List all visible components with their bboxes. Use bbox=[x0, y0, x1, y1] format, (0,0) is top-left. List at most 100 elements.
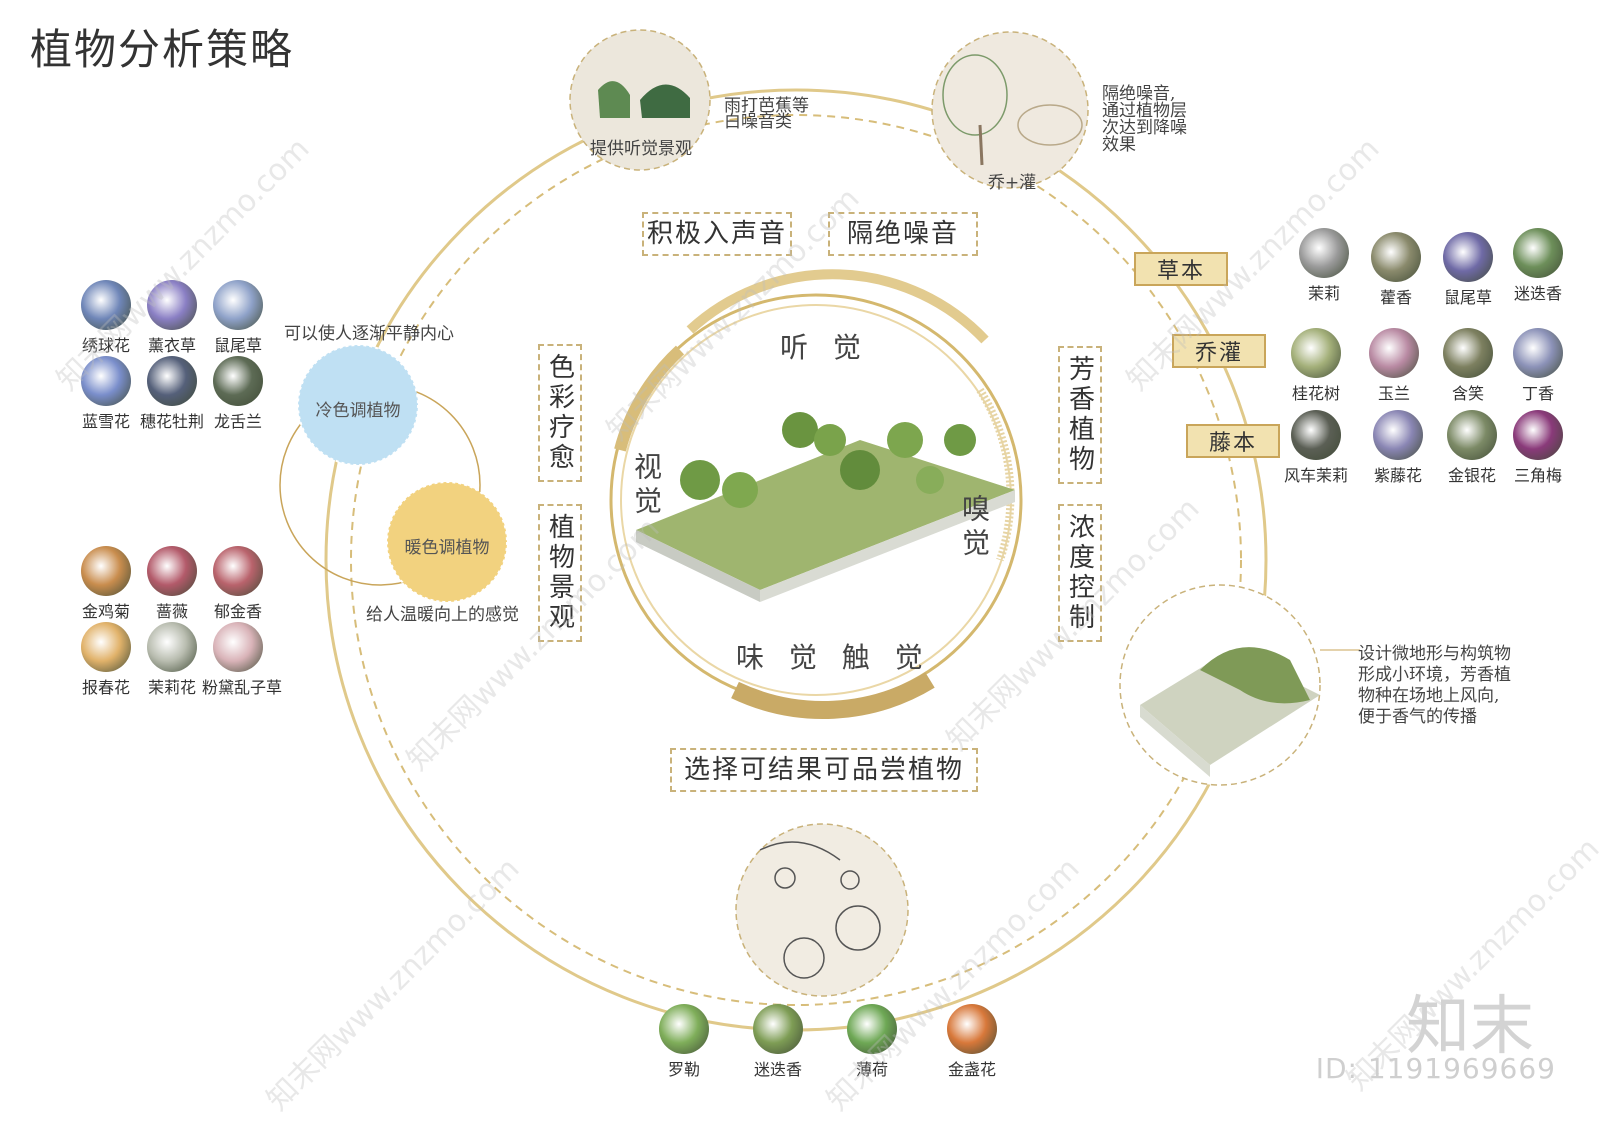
flower-photo bbox=[1299, 228, 1349, 278]
flower-label: 穗花牡荆 bbox=[139, 412, 204, 431]
flower-photo bbox=[81, 546, 131, 596]
warm-circle bbox=[386, 481, 508, 603]
flower-label: 粉黛乱子草 bbox=[202, 678, 283, 697]
image-id: ID: 1191969669 bbox=[1315, 1052, 1556, 1085]
noise-note-line4: 效果 bbox=[1102, 135, 1136, 155]
flower-label: 绣球花 bbox=[81, 336, 130, 355]
cool-label: 冷色调植物 bbox=[315, 401, 401, 421]
flower-photo bbox=[147, 546, 197, 596]
flower-label: 迷迭香 bbox=[1513, 284, 1562, 303]
sound-in-box: 积极入声音 bbox=[642, 212, 792, 256]
flower-item: 桂花树 bbox=[1290, 328, 1342, 404]
flower-item: 金银花 bbox=[1446, 410, 1498, 486]
sense-smell: 嗅觉 bbox=[958, 494, 991, 562]
flower-item: 风车茉莉 bbox=[1284, 410, 1348, 486]
flower-label: 含笑 bbox=[1451, 384, 1484, 403]
tree-shrub-circle bbox=[931, 31, 1089, 189]
flower-label: 三角梅 bbox=[1513, 466, 1562, 485]
flower-item: 龙舌兰 bbox=[212, 356, 264, 432]
flower-photo bbox=[147, 356, 197, 406]
flower-label: 报春花 bbox=[81, 678, 130, 697]
flower-label: 风车茉莉 bbox=[1283, 466, 1348, 485]
plant-view-box: 植物景观 bbox=[538, 504, 582, 642]
flower-item: 鼠尾草 bbox=[212, 280, 264, 356]
flower-label: 迷迭香 bbox=[753, 1060, 802, 1079]
arc-left bbox=[614, 345, 685, 452]
tag-tree-shrub: 乔灌 bbox=[1172, 334, 1266, 368]
flower-photo bbox=[1291, 328, 1341, 378]
fragrant-box: 芳香植物 bbox=[1058, 346, 1102, 484]
flower-label: 桂花树 bbox=[1291, 384, 1340, 403]
flower-item: 鼠尾草 bbox=[1442, 232, 1494, 308]
tag-vine: 藤本 bbox=[1186, 424, 1280, 458]
flower-photo bbox=[847, 1004, 897, 1054]
flower-photo bbox=[659, 1004, 709, 1054]
flower-photo bbox=[947, 1004, 997, 1054]
tree-shrub-label: 乔+灌 bbox=[987, 173, 1037, 193]
flower-label: 金银花 bbox=[1447, 466, 1496, 485]
cool-note: 可以使人逐渐平静内心 bbox=[284, 324, 454, 344]
brand-logo: 知末 bbox=[1406, 990, 1534, 1064]
flower-item: 含笑 bbox=[1442, 328, 1494, 404]
flower-photo bbox=[213, 622, 263, 672]
flower-photo bbox=[1513, 228, 1563, 278]
sense-sight: 视觉 bbox=[630, 452, 663, 520]
flower-photo bbox=[1373, 410, 1423, 460]
sense-taste-touch: 味 觉 触 觉 bbox=[736, 641, 931, 674]
arc-right bbox=[976, 387, 1015, 562]
flower-item: 绣球花 bbox=[80, 280, 132, 356]
flower-label: 玉兰 bbox=[1377, 384, 1410, 403]
arc-bottom bbox=[731, 672, 935, 719]
flower-photo bbox=[81, 280, 131, 330]
flower-item: 金鸡菊 bbox=[80, 546, 132, 622]
arc-top bbox=[686, 269, 989, 344]
flower-label: 金鸡菊 bbox=[81, 602, 130, 621]
density-box: 浓度控制 bbox=[1058, 504, 1102, 642]
warm-note: 给人温暖向上的感觉 bbox=[366, 605, 519, 625]
flower-photo bbox=[1371, 232, 1421, 282]
flower-label: 鼠尾草 bbox=[213, 336, 262, 355]
warm-label: 暖色调植物 bbox=[404, 538, 490, 558]
fruit-circle bbox=[735, 823, 909, 997]
flower-item: 玉兰 bbox=[1368, 328, 1420, 404]
flower-photo bbox=[1513, 328, 1563, 378]
micro-note-line1: 设计微地形与构筑物 bbox=[1358, 644, 1511, 664]
micro-note-line3: 物种在场地上风向, bbox=[1358, 686, 1500, 706]
outer-dashed-ring bbox=[350, 114, 1242, 1006]
flower-label: 郁金香 bbox=[213, 602, 262, 621]
cool-circle bbox=[297, 344, 419, 466]
flower-label: 龙舌兰 bbox=[213, 412, 262, 431]
flower-photo bbox=[1447, 410, 1497, 460]
flower-photo bbox=[1369, 328, 1419, 378]
flower-item: 薰衣草 bbox=[146, 280, 198, 356]
micro-note-line2: 形成小环境，芳香植 bbox=[1358, 665, 1511, 685]
hearing-note-line1: 雨打芭蕉等 bbox=[724, 96, 809, 116]
flower-photo bbox=[147, 622, 197, 672]
noise-block-box: 隔绝噪音 bbox=[828, 212, 978, 256]
flower-item: 藿香 bbox=[1370, 232, 1422, 308]
flower-label: 罗勒 bbox=[667, 1060, 700, 1079]
flower-photo bbox=[81, 622, 131, 672]
flower-photo bbox=[1513, 410, 1563, 460]
tag-herb: 草本 bbox=[1134, 252, 1228, 286]
flower-photo bbox=[81, 356, 131, 406]
flower-item: 薄荷 bbox=[846, 1004, 898, 1080]
noise-note-line2: 通过植物层 bbox=[1102, 101, 1187, 121]
flower-item: 粉黛乱子草 bbox=[202, 622, 282, 698]
flower-label: 薄荷 bbox=[855, 1060, 888, 1079]
flower-item: 迷迭香 bbox=[1512, 228, 1564, 304]
flower-label: 茉莉花 bbox=[147, 678, 196, 697]
flower-label: 蔷薇 bbox=[155, 602, 188, 621]
flower-item: 茉莉花 bbox=[146, 622, 198, 698]
flower-item: 蔷薇 bbox=[146, 546, 198, 622]
color-heal-box: 色彩疗愈 bbox=[538, 344, 582, 482]
flower-item: 罗勒 bbox=[658, 1004, 710, 1080]
flower-item: 迷迭香 bbox=[752, 1004, 804, 1080]
flower-label: 藿香 bbox=[1379, 288, 1412, 307]
hearing-circle-label: 提供听觉景观 bbox=[590, 139, 692, 159]
micro-note-line4: 便于香气的传播 bbox=[1358, 707, 1477, 727]
flower-label: 丁香 bbox=[1521, 384, 1554, 403]
flower-item: 蓝雪花 bbox=[80, 356, 132, 432]
flower-item: 郁金香 bbox=[212, 546, 264, 622]
